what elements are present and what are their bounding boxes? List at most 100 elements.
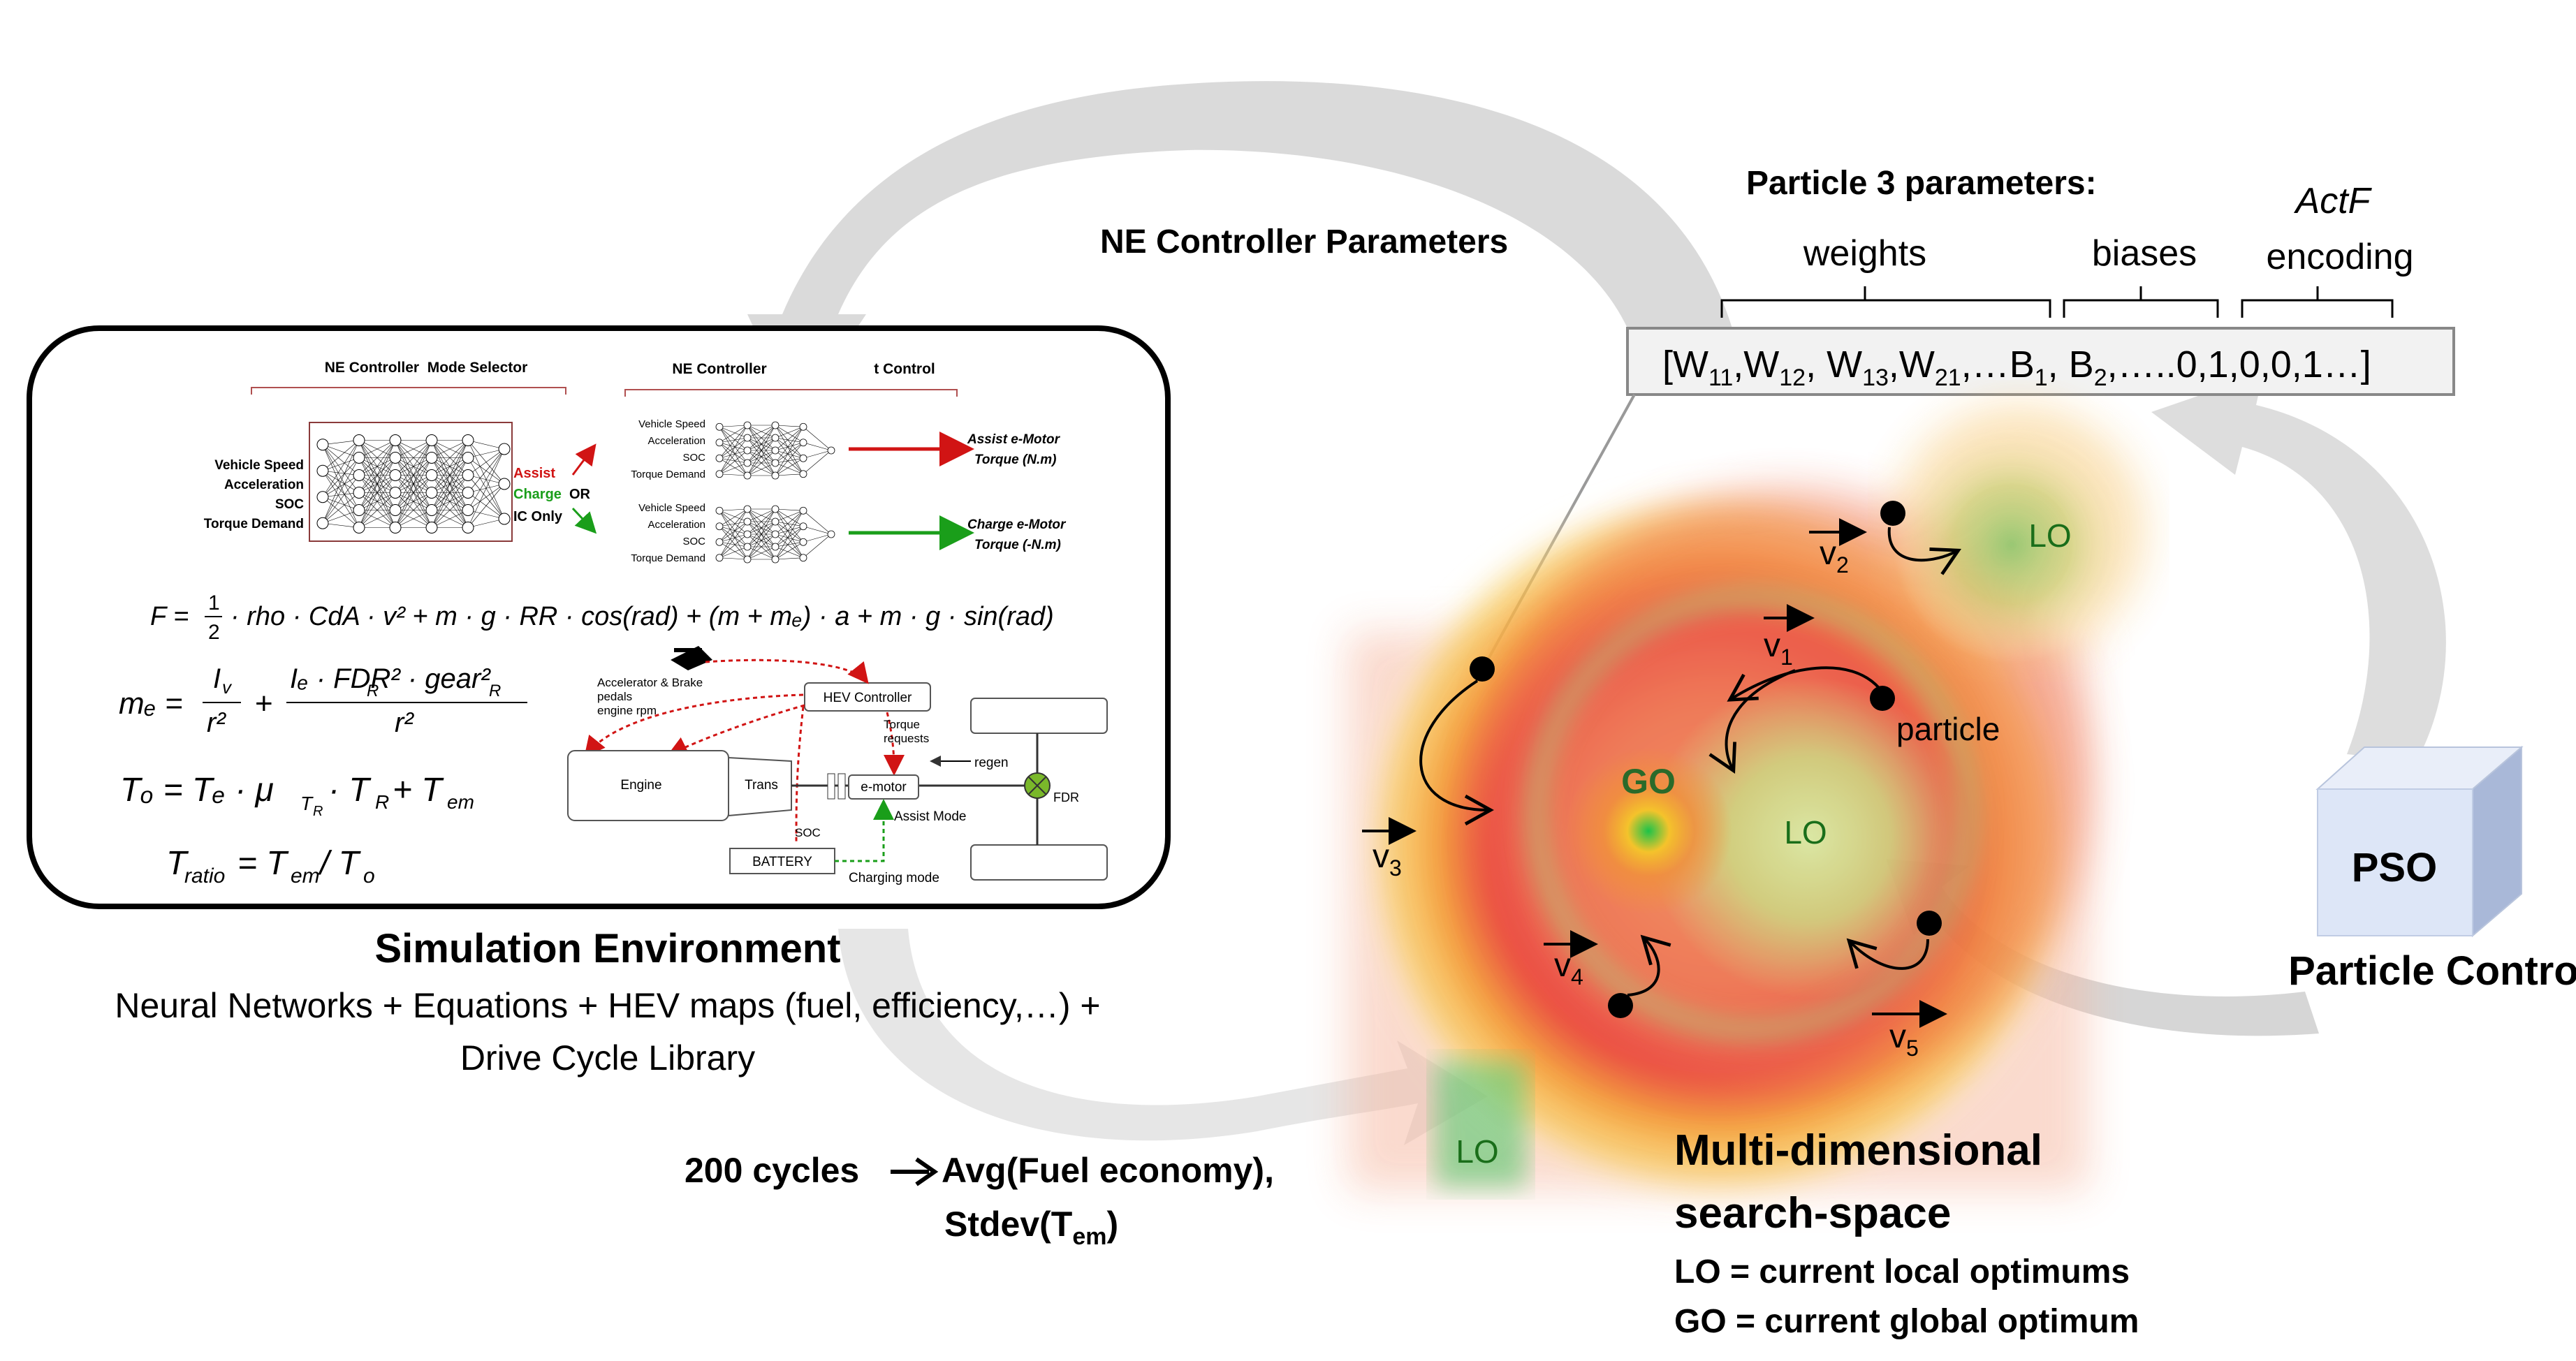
network-edge [719, 557, 748, 560]
network-node [743, 471, 752, 480]
svg-text:ratio: ratio [184, 865, 225, 888]
regen-label: regen [974, 756, 1009, 770]
network-node [462, 469, 474, 481]
network-edge [719, 427, 748, 476]
network-edge [719, 450, 748, 459]
particle-dot [1470, 656, 1495, 682]
network-edge [775, 510, 804, 535]
network-edge [719, 508, 748, 558]
network-edge [775, 541, 804, 547]
equations: F = 1 2 · rho · CdA · v² + m · g · RR · … [119, 591, 1054, 888]
network-node [498, 443, 511, 455]
particle-dot [1880, 501, 1905, 526]
ne-params-label: NE Controller Parameters [1100, 223, 1508, 260]
network-edge [747, 508, 776, 535]
network-edge [358, 440, 396, 458]
network-edge [775, 425, 804, 427]
network-edge [719, 534, 748, 543]
equation-force: F = 1 2 · rho · CdA · v² + m · g · RR · … [150, 591, 1054, 644]
network-edge [431, 475, 469, 528]
pso-label: PSO [2352, 845, 2438, 890]
lo-label-bottom: LO [1456, 1133, 1498, 1170]
network-edge [775, 457, 804, 476]
engine-rpm-label: engine rpm [597, 704, 657, 717]
svg-text:r²: r² [395, 707, 414, 738]
torque-charge-inputs: Vehicle Speed Acceleration SOC Torque De… [631, 502, 705, 564]
network-node [743, 434, 752, 442]
svg-text:2: 2 [208, 621, 220, 644]
torque-charge-network [715, 505, 835, 564]
parameter-vector-section: NE Controller Parameters Particle 3 para… [1100, 165, 2455, 661]
group-weights: weights [1803, 233, 1926, 274]
network-edge [322, 457, 360, 524]
charge-output-unit: Torque (-N.m) [974, 538, 1061, 552]
svg-text:v: v [222, 677, 233, 698]
network-edge [431, 457, 469, 528]
network-edge [803, 427, 832, 451]
svg-text:R: R [367, 682, 379, 700]
network-edge [775, 510, 804, 547]
network-edge [719, 541, 748, 547]
network-edge [775, 541, 804, 560]
network-node [353, 522, 365, 534]
svg-text:em: em [447, 791, 474, 813]
group-actf: ActF [2294, 181, 2373, 221]
network-edge [775, 427, 804, 451]
right-arrow-icon [891, 1157, 939, 1186]
search-space-title-1: Multi-dimensional [1674, 1126, 2042, 1175]
charging-mode-label: Charging mode [849, 871, 939, 885]
network-node [827, 530, 835, 538]
network-edge [775, 508, 804, 511]
network-edge [803, 510, 832, 535]
network-node [799, 454, 807, 462]
network-edge [775, 442, 804, 476]
flow-arrow-top [747, 81, 1732, 419]
network-node [799, 554, 807, 562]
network-edge [467, 448, 505, 493]
network-node [799, 522, 807, 531]
network-edge [719, 473, 748, 476]
network-node [425, 487, 438, 499]
network-edge [775, 526, 804, 547]
network-edge [358, 475, 396, 528]
network-edge [431, 492, 469, 528]
network-node [799, 506, 807, 515]
torque-requests-label: requests [884, 732, 929, 745]
network-node [715, 554, 724, 562]
network-edge [395, 440, 432, 510]
wheel-bottom [970, 844, 1108, 881]
network-edge [775, 473, 804, 476]
network-edge [395, 440, 432, 528]
svg-text:T: T [300, 793, 314, 814]
network-edge [395, 440, 432, 493]
particle-3 [1419, 656, 1495, 826]
network-edge [803, 450, 832, 459]
network-node [799, 439, 807, 447]
network-edge [395, 475, 432, 528]
network-edge [358, 440, 396, 476]
network-edge [719, 437, 748, 443]
network-edge [719, 437, 748, 474]
svg-text:T: T [166, 845, 189, 882]
network-edge [747, 462, 776, 476]
input-label: Torque Demand [631, 552, 705, 564]
input-label: Acceleration [647, 435, 705, 447]
network-edge [719, 510, 748, 535]
network-edge [719, 534, 748, 558]
lo-label-top: LO [2028, 517, 2071, 554]
network-node [498, 513, 511, 525]
network-edge [719, 450, 748, 474]
network-edge [719, 526, 748, 547]
svg-text:1: 1 [208, 591, 220, 615]
network-edge [775, 437, 804, 459]
network-node [743, 543, 752, 551]
network-edge [395, 457, 432, 528]
network-node [462, 452, 474, 464]
network-edge [747, 437, 776, 476]
network-edge [467, 440, 505, 450]
network-edge [719, 510, 748, 560]
network-edge [719, 425, 748, 427]
legend-lo: LO = current local optimums [1674, 1253, 2130, 1290]
torque-control-bracket [624, 389, 958, 397]
network-edge [719, 521, 748, 527]
